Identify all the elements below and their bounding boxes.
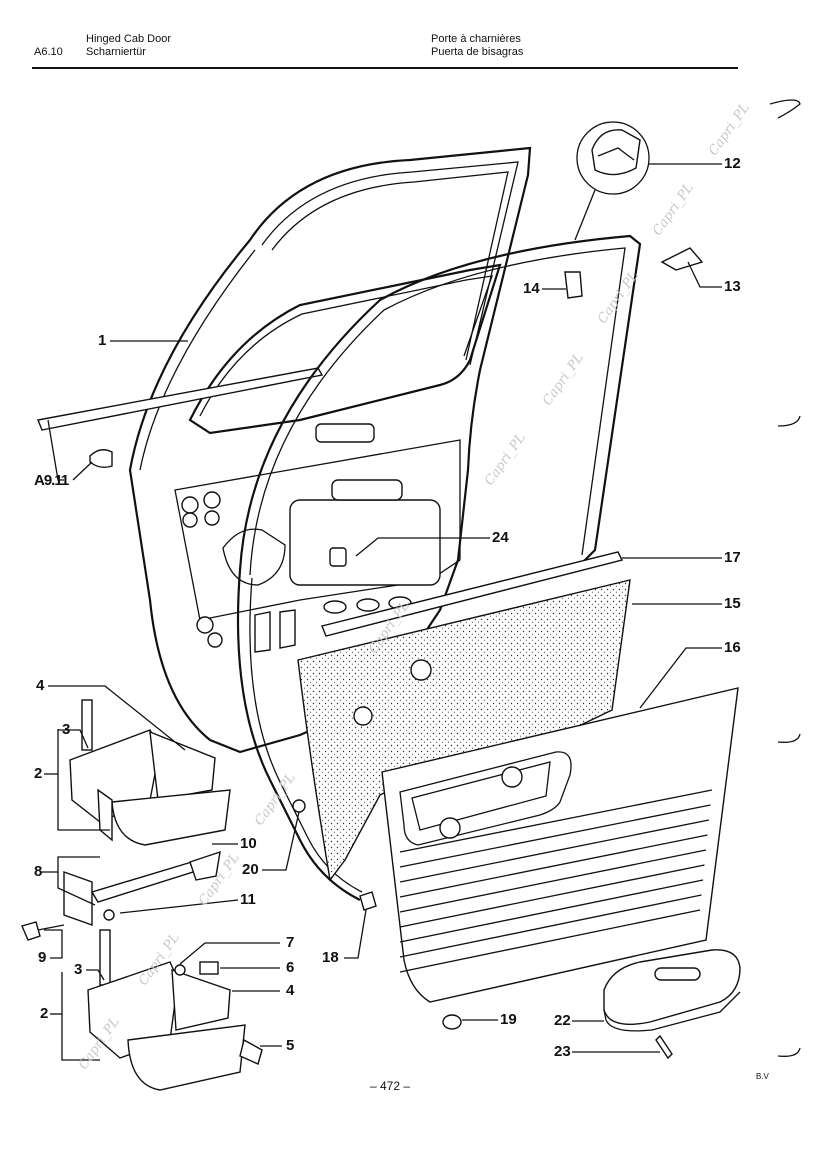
door-aperture [289,499,441,586]
callout-19: 19 [500,1011,517,1028]
bolt [21,921,41,941]
callout-14: 14 [523,280,540,297]
trim-rib [399,834,708,898]
header-rule [32,67,738,69]
seal-retainer-clip [564,271,583,299]
callout-8: 8 [34,863,43,880]
weather-seal [236,234,642,901]
callout-4-lower: 4 [286,982,295,999]
trim-rib [399,909,701,973]
callout-2-lower: 2 [40,1005,49,1022]
callout-5: 5 [286,1037,295,1054]
callout-20: 20 [242,861,259,878]
trim-rib [399,894,702,958]
edge-mark [777,415,801,427]
trim-rib [399,849,707,913]
title-french: Porte à charnières [431,33,521,45]
edge-mark [777,1047,801,1057]
callout-10: 10 [240,835,257,852]
callout-13: 13 [724,278,741,295]
callout-6: 6 [286,959,295,976]
callout-15: 15 [724,595,741,612]
callout-11: 11 [240,891,256,908]
trim-clip [359,891,377,911]
latch-cover [329,547,347,567]
title-german: Scharniertür [86,46,146,58]
trim-rib [399,789,713,853]
callout-12: 12 [724,155,741,172]
title-spanish: Puerta de bisagras [431,46,524,58]
callout-1: 1 [98,332,107,349]
callout-17: 17 [724,549,741,566]
section-code: A6.10 [34,46,63,58]
upper-hinge [69,699,231,846]
drip-moulding [37,367,324,431]
plug [442,1014,462,1030]
trim-rib [399,819,710,883]
callout-18: 18 [322,949,339,966]
door-trim-panel [381,687,739,1003]
lower-hinge [87,929,263,1091]
leader-lines [40,163,722,1061]
armrest [603,949,741,1032]
callout-16: 16 [724,639,741,656]
title-english: Hinged Cab Door [86,33,171,45]
trim-rib [399,864,705,928]
callout-9: 9 [38,949,47,966]
waist-seal-strip [321,551,624,637]
trim-panel-ribs [399,789,713,973]
callout-4-upper: 4 [36,677,45,694]
callout-23: 23 [554,1043,571,1060]
clip [660,247,704,271]
callout-24: 24 [492,529,509,546]
armrest-screw [655,1034,673,1060]
callout-2-upper: 2 [34,765,43,782]
edge-mark [777,733,801,743]
page-number: – 472 – [370,1079,411,1093]
check-strap [63,850,221,926]
seal-profile-detail [576,121,650,195]
callout-22: 22 [554,1012,571,1029]
trim-rib [399,879,704,943]
edge-mark [769,99,801,119]
trim-rib [399,804,711,868]
callout-a9-11: A9.11 [34,472,69,489]
drafter-signature: B.V [756,1072,769,1081]
door-stop-buffer [89,449,113,469]
callout-3-lower: 3 [74,961,83,978]
nut [292,799,306,813]
inner-handle-recess [315,423,375,443]
callout-3-upper: 3 [62,721,71,738]
callout-7: 7 [286,934,295,951]
